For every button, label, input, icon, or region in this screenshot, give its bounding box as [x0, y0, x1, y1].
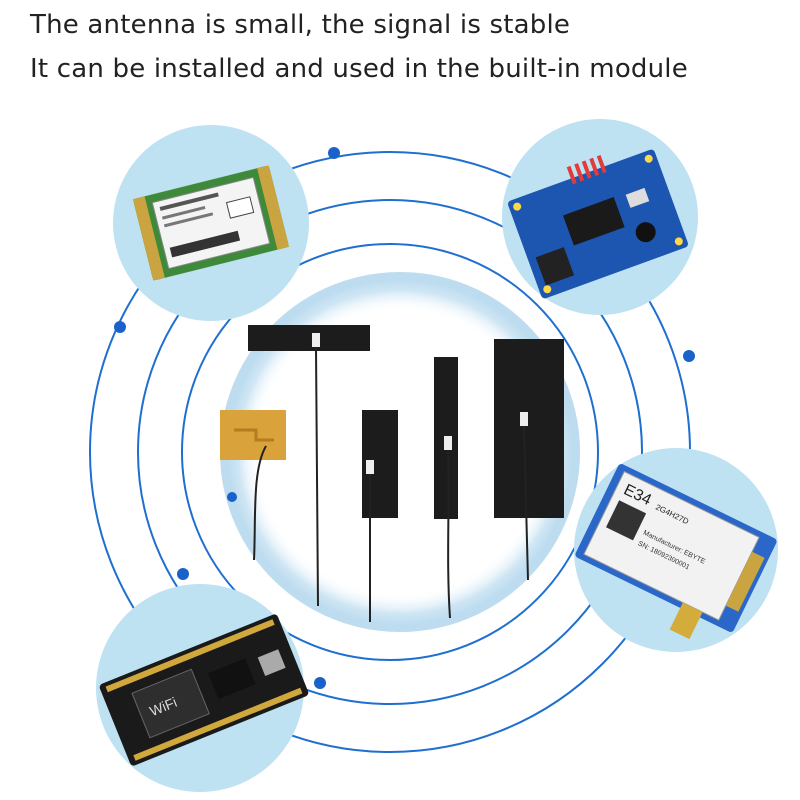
- orbit-ring-middle: [137, 199, 643, 705]
- qr-code-icon: [606, 500, 647, 541]
- orbit-dot: [114, 321, 126, 333]
- msata-ssd-icon: [132, 165, 290, 281]
- blue-pcb-icon: [508, 149, 688, 299]
- antenna-copper: [220, 410, 286, 561]
- antennas: [220, 325, 564, 622]
- orbit-ring-inner: [181, 243, 599, 661]
- antenna-wide: [248, 325, 370, 607]
- orbit-dots: [114, 147, 695, 689]
- orbit-dot: [227, 492, 237, 502]
- antenna-tall: [434, 357, 458, 619]
- orbit-dot: [314, 677, 326, 689]
- antenna-narrow: [362, 410, 398, 622]
- esp-board-icon: WiFi: [99, 614, 309, 766]
- headline-line-1: The antenna is small, the signal is stab…: [30, 10, 571, 40]
- orbit-dot: [328, 147, 340, 159]
- e34-module-icon: E34 2G4H27D Manufacturer: EBYTE SN: 1809…: [575, 464, 777, 640]
- headline-line-2: It can be installed and used in the buil…: [30, 54, 688, 84]
- orbit-dot: [177, 568, 189, 580]
- orbit-dot: [683, 350, 695, 362]
- antenna-large: [494, 339, 564, 581]
